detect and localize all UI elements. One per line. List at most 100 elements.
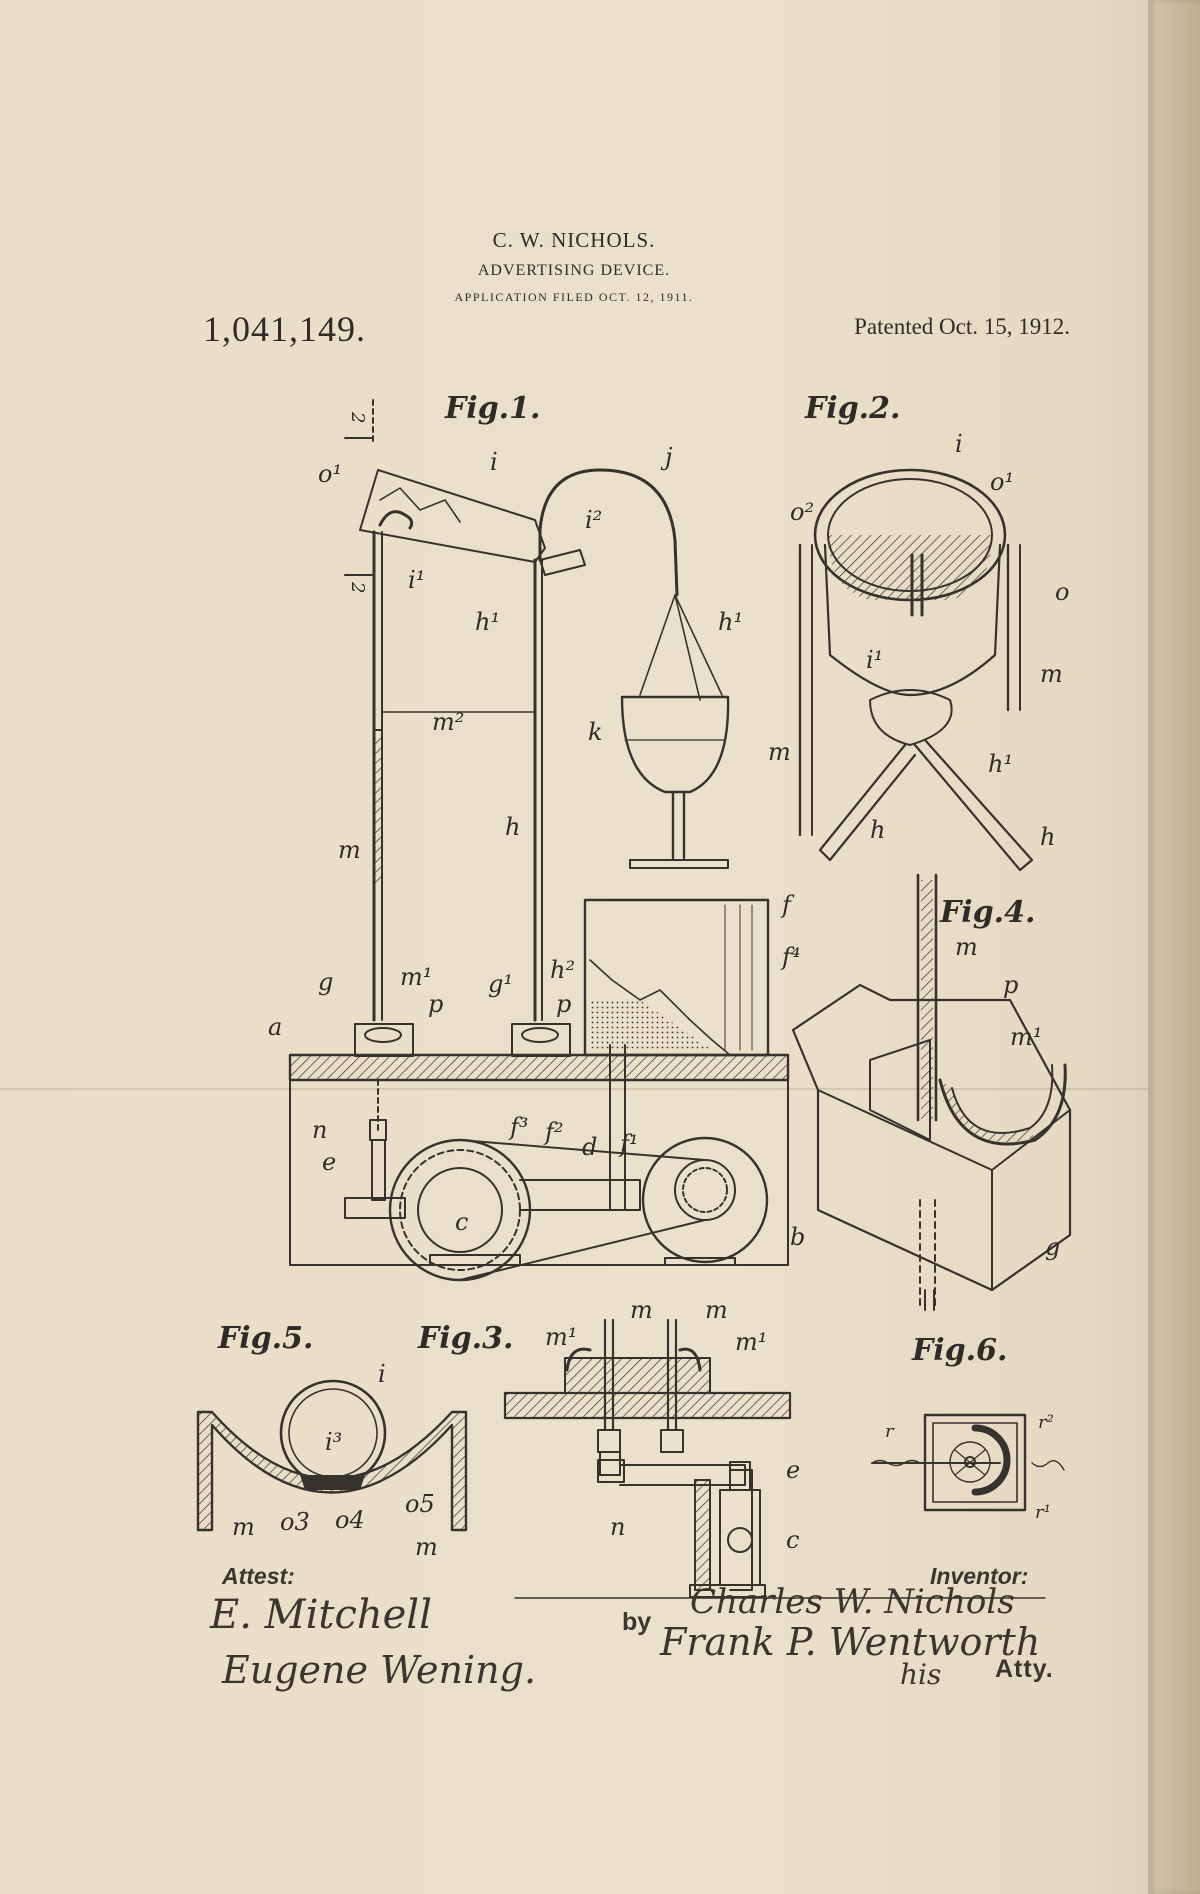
block-g1-hole <box>521 1027 559 1043</box>
belt-bottom <box>459 1219 706 1281</box>
tank-liquid <box>590 1000 712 1050</box>
hanger-line-1 <box>639 594 676 696</box>
glass-foot <box>629 859 729 869</box>
label-h1-a: h¹ <box>475 608 500 636</box>
figure-2: Fig.2. i o² o¹ o m i¹ m h¹ h <box>768 391 1069 872</box>
tank-break-line <box>589 959 731 1056</box>
paper-fold-line <box>0 1088 1148 1090</box>
block-g-outline <box>791 983 1072 1292</box>
spout-m1-outer <box>938 1063 1067 1146</box>
fig4-label-g: g <box>1045 1233 1060 1261</box>
fig3-coupling-right <box>660 1429 684 1453</box>
label-j: j <box>660 443 673 471</box>
fig3-label-e: e <box>786 1456 800 1484</box>
atty-label: Atty. <box>995 1655 1054 1683</box>
label-f: f <box>780 891 795 919</box>
figure-4: Fig.4. m p m¹ g <box>791 873 1072 1311</box>
patent-number: 1,041,149. <box>203 309 366 349</box>
fig4-label-m: m <box>955 933 978 961</box>
fig5-label-o3: o3 <box>280 1508 310 1536</box>
fig6-label-r1: r¹ <box>1035 1502 1051 1523</box>
fig5-label-i3: i³ <box>325 1428 342 1456</box>
label-f4: f⁴ <box>780 943 801 971</box>
fig3-label-m1-a: m¹ <box>545 1323 577 1351</box>
label-n: n <box>312 1116 327 1144</box>
block-g-hole <box>364 1027 402 1043</box>
pipe-m-hatch <box>374 735 382 885</box>
hanger-line-2 <box>674 594 701 701</box>
fig5-label-o4: o4 <box>335 1506 365 1534</box>
inventor-name-header: C. W. NICHOLS. <box>492 228 656 252</box>
label-e: e <box>322 1148 336 1176</box>
fig6-title: Fig.6. <box>911 1333 1007 1368</box>
label-section-2-bottom: 2 <box>347 581 368 593</box>
patented-date: Patented Oct. 15, 1912. <box>854 314 1070 339</box>
pipe-m-fig4-hatch <box>921 880 933 1120</box>
fig2-label-m-left: m <box>768 738 791 766</box>
spout-m1-hatch <box>942 1082 1034 1143</box>
motor-pulley-dashed <box>682 1167 728 1213</box>
his-signature: his <box>900 1658 942 1691</box>
fig1-title: Fig.1. <box>444 391 540 426</box>
label-p1: p <box>428 990 443 1018</box>
fig4-label-p: p <box>1003 971 1018 999</box>
drain-o3 <box>300 1475 365 1490</box>
fig3-label-c: c <box>786 1526 799 1554</box>
fig6-arc-r2 <box>971 1424 1011 1496</box>
trough-break <box>379 487 461 523</box>
label-m: m <box>338 836 361 864</box>
pipe-f1 <box>609 1044 626 1211</box>
leg-h-right <box>913 738 1034 872</box>
label-f1: f¹ <box>618 1130 639 1158</box>
fig3-pump-pipe-e <box>729 1469 753 1591</box>
fig2-label-o1: o¹ <box>990 468 1014 496</box>
label-k: k <box>588 718 603 746</box>
fig3-block <box>564 1357 711 1394</box>
application-filed-date: APPLICATION FILED OCT. 12, 1911. <box>454 290 694 304</box>
base-foot-right <box>664 1257 736 1266</box>
fig3-label-n: n <box>610 1513 625 1541</box>
pipe-m-fig4-bottom <box>924 1289 935 1311</box>
outlet-o1-pipe <box>910 553 924 617</box>
fig2-label-o: o <box>1055 578 1069 606</box>
fig3-pump-wheel <box>727 1527 753 1553</box>
label-b: b <box>790 1223 805 1251</box>
label-p2: p <box>556 990 571 1018</box>
label-h1-b: h¹ <box>718 608 743 636</box>
device-title: ADVERTISING DEVICE. <box>477 262 671 279</box>
figure-6: Fig.6. r r² r¹ <box>871 1333 1065 1523</box>
trough-m-section <box>196 1410 468 1532</box>
fig3-pump-rod <box>694 1479 711 1591</box>
label-o1: o¹ <box>318 460 342 488</box>
fig2-label-h-right: h <box>1040 823 1055 851</box>
nozzle-i2 <box>539 549 586 576</box>
cabinet-body <box>289 1079 789 1266</box>
page-edge-shadow <box>1148 0 1200 1894</box>
fig2-label-h1: h¹ <box>988 750 1013 778</box>
fig3-spout-left <box>565 1347 592 1372</box>
label-g1: g¹ <box>488 970 513 998</box>
label-g: g <box>318 968 333 996</box>
figure-5: Fig.5. i i³ m o3 o4 o5 m <box>196 1321 468 1561</box>
hanger-line-3 <box>674 594 723 696</box>
label-a: a <box>268 1013 282 1041</box>
glass-bowl-k <box>620 695 730 794</box>
bracket-p <box>869 1039 931 1141</box>
fig3-label-m-b: m <box>705 1296 728 1324</box>
figure-3: Fig.3. m¹ m m m¹ e n <box>417 1296 800 1598</box>
fig3-pipe-m-right <box>666 1318 678 1432</box>
fig5-label-i: i <box>378 1360 386 1388</box>
fig4-title: Fig.4. <box>939 895 1035 930</box>
label-m2: m² <box>432 708 464 736</box>
fig5-label-m-left: m <box>232 1513 255 1541</box>
outlet-o1 <box>378 510 414 530</box>
label-f3: f³ <box>508 1113 529 1141</box>
fig5-label-m-right: m <box>415 1533 438 1561</box>
label-i2: i² <box>585 506 602 534</box>
siphon-tube-j <box>538 468 679 597</box>
leg-h-left <box>818 743 917 862</box>
figure-1: Fig.1. 2 2 <box>268 391 805 1282</box>
fig3-pump-housing-c <box>719 1489 761 1586</box>
